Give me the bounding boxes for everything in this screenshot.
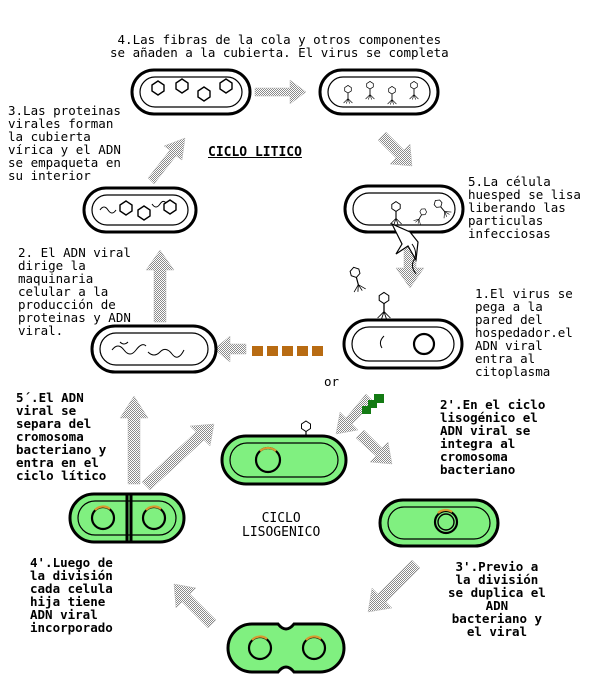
lysogenic-cycle-title: CICLO LISOGENICO (242, 511, 321, 540)
lysogenic-step3p-text: 3'.Previo a la división se duplica el AD… (448, 559, 546, 639)
arrow-lysogeny-to-step3p (355, 429, 393, 465)
lytic-step2-text: 2. El ADN viral dirige la maquinaria cel… (18, 245, 131, 338)
arrow-step4p-to-step5p (173, 583, 217, 629)
cell-step5-lysis (343, 184, 465, 262)
arrow-step3p-to-step4p (367, 559, 421, 613)
arrow-step5p-to-lysogeny (141, 423, 215, 491)
cycle-arrows (119, 79, 425, 629)
lysogenic-step5p-text: 5´.El ADN viral se separa del cromosoma … (16, 390, 107, 483)
arrow-step1-to-lytic (213, 335, 247, 363)
degradation-blocks (252, 346, 323, 356)
arrow-step5-to-step1 (395, 245, 425, 289)
lytic-step3-text: 3.Las proteinas virales forman la cubier… (8, 103, 121, 183)
arrow-step2-to-step3 (147, 137, 186, 185)
lytic-step4-text: 4.Las fibras de la cola y otros componen… (110, 32, 449, 60)
cell-step3-assembly (82, 186, 198, 234)
or-label: or (324, 374, 340, 389)
lytic-step5-text: 5.La célula huesped se lisa liberando la… (468, 174, 581, 241)
cell-step1-infection (342, 318, 464, 370)
free-phages (347, 243, 417, 320)
lytic-cycle-title: CICLO LITICO (208, 145, 302, 160)
lysogenic-step2p-text: 2'.En el ciclo lisogénico el ADN viral s… (440, 397, 546, 477)
arrow-step1-to-step2 (145, 249, 175, 323)
cell-lysogen-daughters (68, 492, 186, 544)
arrow-step4-to-step5 (377, 131, 413, 167)
cell-step2-replication (90, 324, 218, 374)
lysogenic-step4p-text: 4'.Luego de la división cada celula hija… (30, 555, 113, 635)
arrow-step5p-to-lytic (119, 395, 149, 485)
cell-step4-complete-viruses (318, 68, 440, 116)
cell-lysogen-division (226, 622, 346, 674)
cell-step4-capsids (130, 68, 252, 116)
lytic-step1-text: 1.El virus se pega a la pared del hosped… (475, 286, 573, 379)
cell-lysogen-dividing-prep (378, 498, 500, 548)
arrow-step3-to-step4 (254, 79, 307, 105)
integration-blocks (362, 394, 384, 414)
cell-lysogen-integrated (220, 420, 348, 486)
